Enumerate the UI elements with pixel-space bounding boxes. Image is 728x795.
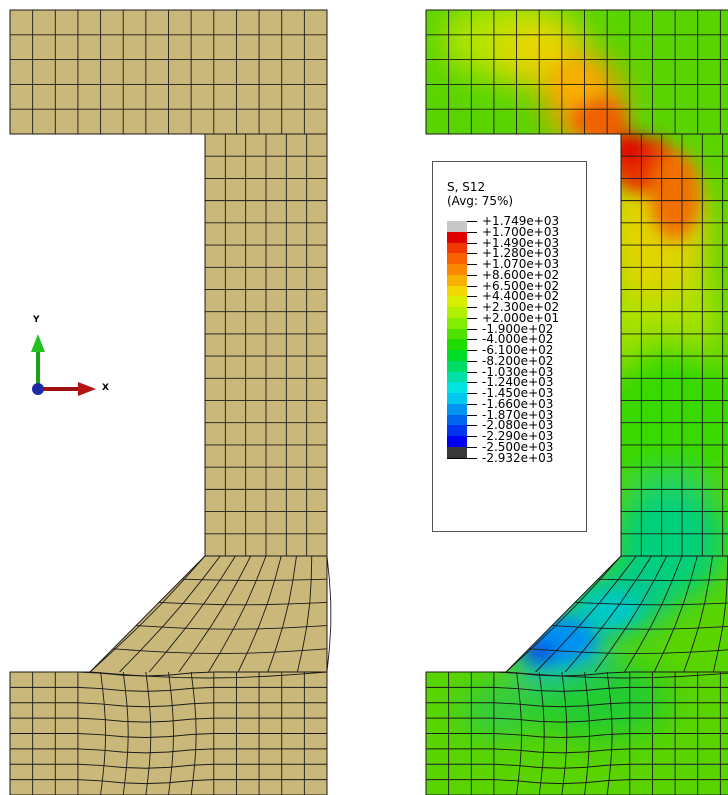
legend-subtitle: (Avg: 75%) [447, 194, 514, 208]
legend-value-label: +8.600e+02 [482, 267, 560, 282]
legend-color-swatch [447, 328, 467, 340]
contour-legend: S, S12 (Avg: 75%) +1.749e+03+1.700e+03+1… [432, 161, 587, 532]
legend-color-swatch [447, 425, 467, 436]
legend-value-label: +1.749e+03 [482, 214, 560, 228]
legend-value-label: +2.300e+02 [482, 300, 560, 314]
x-axis-arrow-head [78, 382, 96, 396]
legend-color-swatch [447, 360, 467, 372]
coordinate-triad [31, 334, 96, 396]
legend-color-swatch [447, 382, 467, 393]
legend-value-label: -8.200e+02 [482, 353, 554, 368]
legend-value-label: -1.450e+03 [482, 386, 554, 400]
legend-value-label: +1.700e+03 [482, 224, 560, 239]
legend-color-swatch [447, 296, 467, 307]
legend-color-swatch [447, 317, 467, 329]
legend-value-label: +2.000e+01 [482, 310, 560, 325]
legend-value-label: +1.490e+03 [482, 235, 560, 250]
legend-value-label: -2.080e+03 [482, 418, 554, 433]
legend-color-swatch [447, 274, 467, 286]
legend-value-label: -1.900e+02 [482, 321, 554, 336]
undeformed-mesh-model [9, 9, 332, 795]
legend-color-swatch [447, 221, 467, 232]
undeformed-mesh-lines [9, 9, 332, 795]
legend-value-label: -1.030e+03 [482, 364, 554, 379]
legend-color-swatch [447, 253, 467, 264]
legend-value-label: -1.660e+03 [482, 396, 554, 411]
legend-color-swatch [447, 231, 467, 243]
legend-color-swatch [447, 414, 467, 426]
z-axis-dot [32, 383, 44, 395]
legend-color-swatch [447, 436, 467, 447]
legend-color-swatch [447, 403, 467, 415]
legend-color-swatch [447, 393, 467, 404]
legend-color-swatch [447, 242, 467, 254]
legend-color-swatch [447, 307, 467, 318]
legend-value-label: -2.290e+03 [482, 429, 554, 443]
y-axis-label: Y [33, 315, 40, 325]
legend-color-swatch [447, 350, 467, 361]
y-axis-arrow-head [31, 334, 45, 352]
legend-title: S, S12 [447, 180, 486, 194]
legend-value-label: -1.870e+03 [482, 407, 554, 422]
x-axis-label: X [102, 383, 109, 393]
legend-value-label: -2.500e+03 [482, 439, 554, 454]
legend-color-swatch [447, 446, 467, 458]
legend-color-swatch [447, 264, 467, 275]
legend-value-label: +6.500e+02 [482, 278, 560, 293]
legend-color-swatch [447, 339, 467, 350]
legend-value-label: +4.400e+02 [482, 289, 560, 304]
legend-color-swatch [447, 371, 467, 383]
legend-value-label: -6.100e+02 [482, 343, 554, 357]
legend-color-swatch [447, 285, 467, 297]
legend-value-label: +1.280e+03 [482, 246, 560, 261]
legend-value-label: -2.932e+03 [482, 450, 554, 465]
legend-value-label: +1.070e+03 [482, 257, 560, 271]
legend-value-label: -1.240e+03 [482, 375, 554, 390]
deformed-mesh-lines [425, 9, 728, 795]
legend-tick [447, 457, 477, 459]
legend-value-label: -4.000e+02 [482, 332, 554, 347]
